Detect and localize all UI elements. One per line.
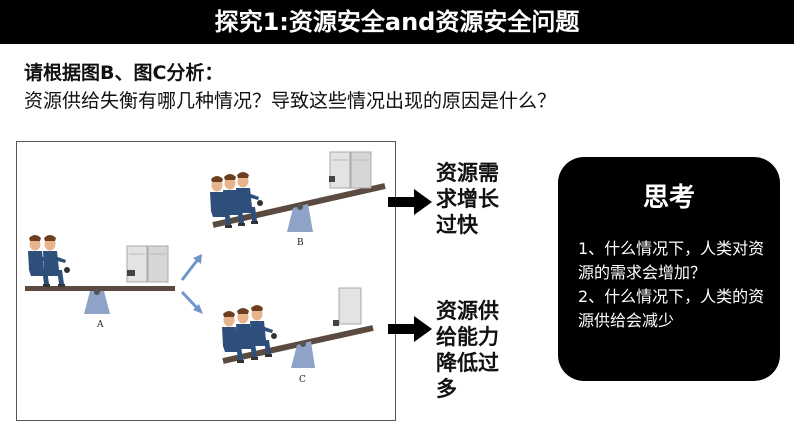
label-a: A [96,320,104,330]
right-arrow-icon [388,316,432,342]
question-heading: 请根据图B、图C分析： [24,58,223,85]
think-title: 思考 [558,177,780,214]
result-b: 资源需求增长过快 [436,160,516,238]
seesaw-b [210,152,385,232]
think-list: 1、什么情况下，人类对资源的需求会增加？ 2、什么情况下，人类的资源供给会减少 [578,237,768,333]
seesaw-figure: A B C [16,141,396,421]
seesaw-a [25,235,175,314]
question-text: 资源供给失衡有哪几种情况？导致这些情况出现的原因是什么？ [24,86,556,113]
arrow-to-b [182,258,199,280]
seesaw-illustration: A B C [17,142,395,420]
label-c: C [299,375,306,385]
page-title: 探究1:资源安全and资源安全问题 [0,0,794,44]
think-item: 1、什么情况下，人类对资源的需求会增加？ [578,237,768,285]
label-b: B [297,238,304,248]
think-item: 2、什么情况下，人类的资源供给会减少 [578,285,768,333]
result-c: 资源供给能力降低过多 [436,298,516,402]
think-panel: 思考 1、什么情况下，人类对资源的需求会增加？ 2、什么情况下，人类的资源供给会… [558,157,780,381]
right-arrow-icon [388,189,432,215]
seesaw-c [222,288,373,368]
